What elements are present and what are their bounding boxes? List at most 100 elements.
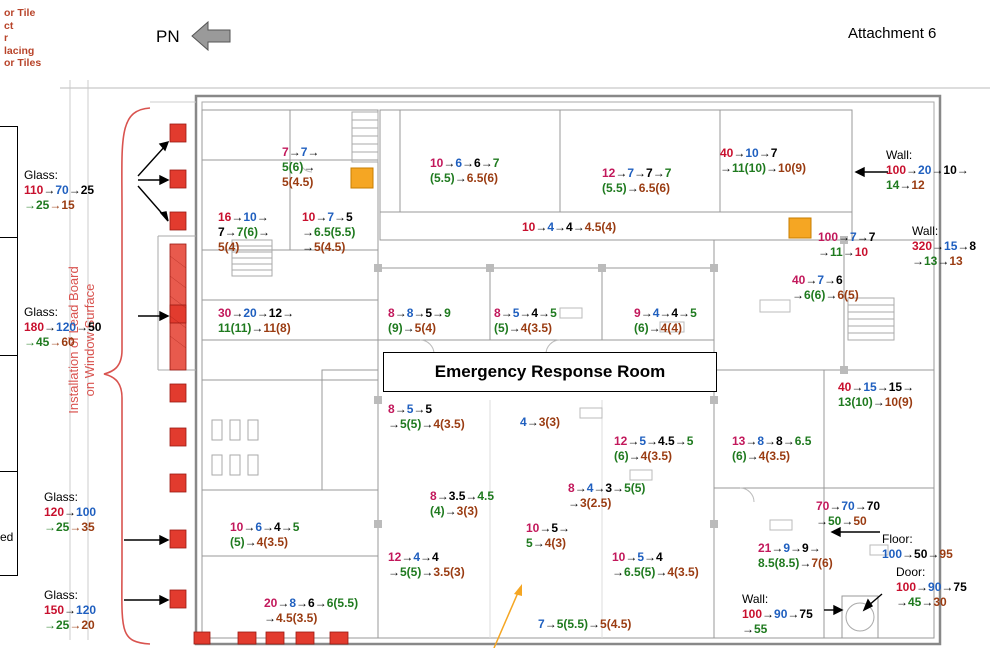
measurement-line: 14→12 [886,178,969,193]
measurement-value: Floor: [882,532,913,546]
measurement-line: 13→8→8→6.5 [732,434,811,449]
measurement-value: → [307,145,320,159]
measurement-value: → [805,273,818,287]
measurement-value: 6.5(5.5) [314,225,356,239]
measurement-label: 8→8→5→9(9)→5(4) [388,306,451,336]
measurement-value: 7 [538,617,545,631]
measurement-value: → [302,240,314,254]
measurement-label: 10→6→4→5(5)→4(3.5) [230,520,299,550]
measurement-value: →7 [856,230,876,244]
measurement-line: 320→15→8 [912,239,976,254]
measurement-label: 16→10→7→7(6)→5(4) [218,210,270,255]
measurement-value: 120 [56,320,77,334]
measurement-value: 6.5 [794,434,812,448]
measurement-label: Wall:100→90→75→55 [742,592,813,637]
measurement-value: 8 [388,306,395,320]
measurement-line: 100→20→10→ [886,163,969,178]
measurement-value: (4) [430,504,445,518]
measurement-line: →25→20 [44,618,96,633]
measurement-label: 12→4→4→5(5)→3.5(3) [388,550,465,580]
measurement-value: → [720,161,732,175]
measurement-value: →6→ [296,596,327,610]
measurement-line: →4.5(3.5) [264,611,358,626]
measurement-line: 8→5→4→5 [494,306,557,321]
measurement-line: 4→3(3) [520,415,560,430]
measurement-value: 7 [492,156,500,170]
measurement-value: 110 [24,183,44,197]
legend-line: ct [4,19,14,32]
measurement-line: Floor: [882,532,953,547]
measurement-value: →20 [69,618,95,632]
measurement-value: → [256,210,269,224]
measurement-value: 5 [690,306,697,320]
measurement-value: →4.5→ [646,434,687,448]
measurement-value: →6 [824,273,843,287]
measurement-value: 70 [816,499,830,513]
edge-fragment: ed [0,530,14,544]
measurement-value: →25 [24,198,50,212]
measurement-label: Door:100→90→75→45→30 [896,565,967,610]
measurement-value: (9) [388,321,403,335]
measurement-label: 100→7→7→11→10 [818,230,875,260]
measurement-value: → [733,146,746,160]
measurement-value: 50 [828,514,842,528]
measurement-value: → [544,617,557,631]
measurement-value: → [872,395,885,409]
measurement-value: 7 [664,166,672,180]
measurement-line: →55 [742,622,813,637]
measurement-value: 30 [218,306,232,320]
measurement-line: 7→7(6)→ [218,225,270,240]
measurement-value: 7(6) [236,225,259,239]
measurement-line: 11(11)→11(8) [218,321,294,336]
measurement-value: →4→ [554,220,585,234]
measurement-value: 6.5(5) [624,565,656,579]
measurement-value: →5→ [539,521,571,535]
measurement-line: 12→4→4 [388,550,465,565]
measurement-value: Door: [896,565,926,579]
measurement-value: → [526,415,539,429]
measurement-value: → [508,321,521,335]
measurement-value: 40 [720,146,734,160]
measurement-value: 13 [924,254,938,268]
measurement-line: (9)→5(4) [388,321,451,336]
measurement-value: 3(3) [538,415,561,429]
measurement-line: (5)→4(3.5) [494,321,557,336]
measurement-line: 21→9→9→ [758,541,833,556]
measurement-line: Glass: [24,305,101,320]
measurement-label: 7→7→5(6)→5(4.5) [282,145,319,190]
measurement-value: 4(3.5) [256,535,289,549]
measurement-value: 100 [882,547,903,561]
measurement-line: 8→4→3→5(5) [568,481,645,496]
measurement-value: → [500,306,513,320]
measurement-value: →35 [69,520,95,534]
measurement-value: 4.5(4) [584,220,617,234]
measurement-value: 5 [292,520,300,534]
measurement-value: 100 [818,230,839,244]
legend-line: or Tiles [4,57,42,69]
measurement-value: →15→ [876,380,915,394]
measurement-line: 10→7→5 [302,210,355,225]
measurement-value: 50 [853,514,867,528]
measurement-value: → [851,380,864,394]
measurement-value: 120 [76,603,97,617]
measurement-value: 11(10) [732,161,767,175]
measurement-line: 30→20→12→ [218,306,294,321]
measurement-value: (5) [494,321,509,335]
measurement-line: (4)→3(3) [430,504,494,519]
measurement-value: Wall: [912,224,939,238]
measurement-value: → [402,321,415,335]
measurement-value: → [648,321,661,335]
measurement-value: 4(3.5) [667,565,699,579]
measurement-value: → [421,417,434,431]
measurement-value: → [762,607,775,621]
measurement-value: 90 [774,607,788,621]
measurement-value: Glass: [24,168,59,182]
measurement-value: → [264,611,276,625]
measurement-value: Glass: [44,588,79,602]
measurement-value: → [258,225,271,239]
measurement-value: →9→ [790,541,821,555]
measurement-line: 12→5→4.5→5 [614,434,693,449]
measurement-value: → [771,541,784,555]
